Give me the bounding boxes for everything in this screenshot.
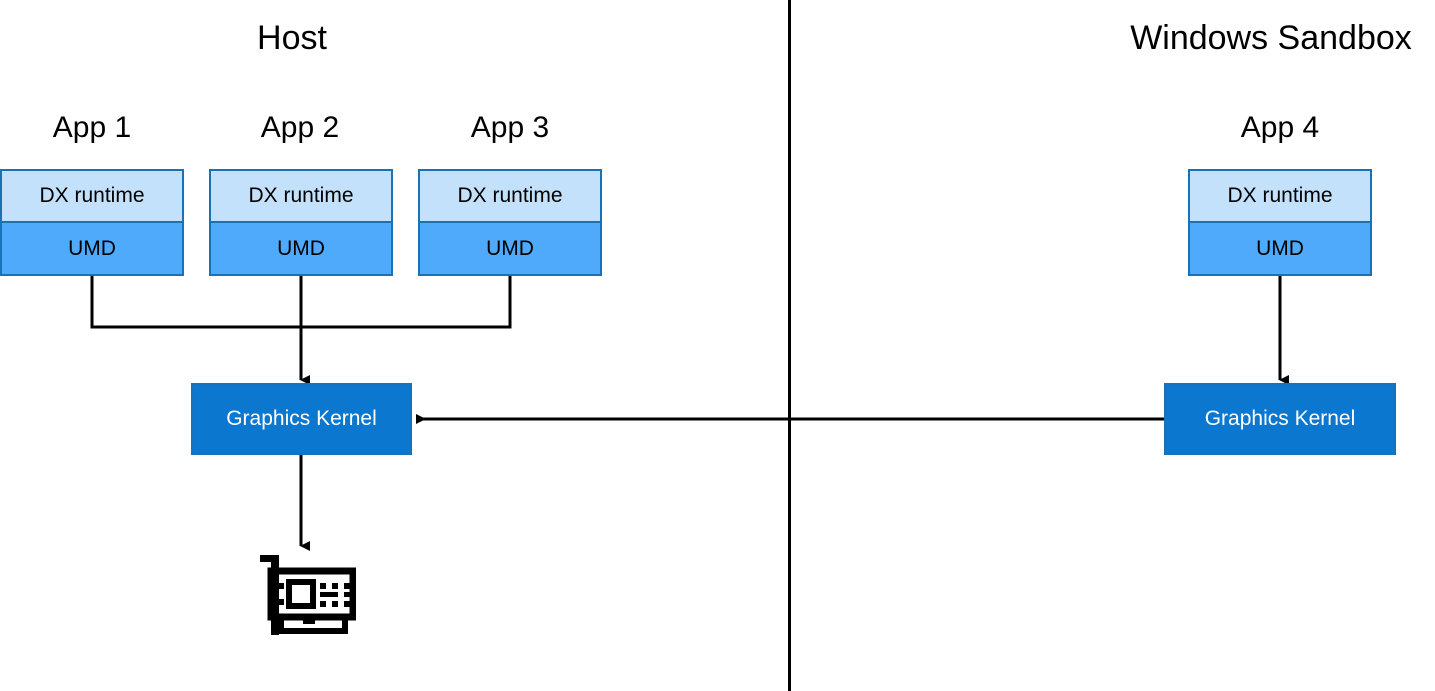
app-1-layer-umd: UMD	[2, 223, 182, 274]
app-4-layer-umd: UMD	[1190, 223, 1370, 274]
app-stack-app-2: DX runtime UMD	[209, 169, 393, 276]
gpu-card-icon	[257, 551, 357, 635]
app-stack-app-3: DX runtime UMD	[418, 169, 602, 276]
graphics-kernel-host: Graphics Kernel	[191, 383, 412, 455]
connector-app1-to-host-kernel	[90, 276, 301, 329]
zone-title-host: Host	[257, 19, 327, 57]
app-label-app-3: App 3	[470, 111, 550, 144]
zone-title-windows-sandbox: Windows Sandbox	[1130, 19, 1412, 57]
app-4-layer-dx-runtime: DX runtime	[1190, 171, 1370, 223]
app-label-app-1: App 1	[52, 111, 132, 144]
app-3-layer-umd: UMD	[420, 223, 600, 274]
connector-app3-to-host-kernel	[301, 276, 512, 329]
app-label-app-2: App 2	[260, 111, 340, 144]
app-1-layer-dx-runtime: DX runtime	[2, 171, 182, 223]
host-sandbox-divider	[788, 0, 791, 691]
app-3-layer-dx-runtime: DX runtime	[420, 171, 600, 223]
app-2-layer-dx-runtime: DX runtime	[211, 171, 391, 223]
app-stack-app-4: DX runtime UMD	[1188, 169, 1372, 276]
graphics-kernel-sandbox: Graphics Kernel	[1164, 383, 1396, 455]
app-2-layer-umd: UMD	[211, 223, 391, 274]
app-label-app-4: App 4	[1240, 111, 1320, 144]
app-stack-app-1: DX runtime UMD	[0, 169, 184, 276]
